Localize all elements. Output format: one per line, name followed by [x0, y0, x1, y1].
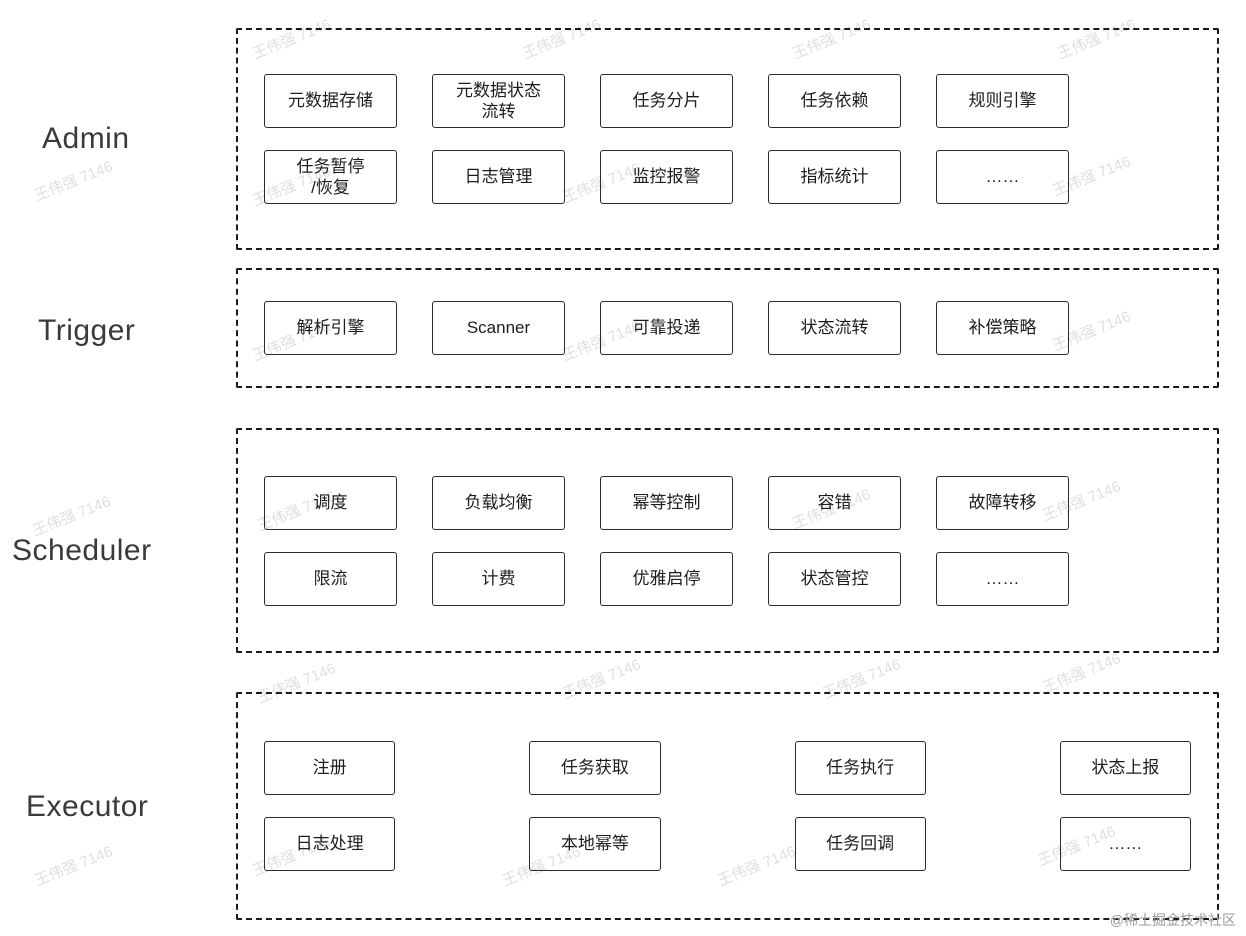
component-cell[interactable]: 可靠投递 [600, 301, 733, 355]
layer-label-scheduler: Scheduler [12, 534, 152, 567]
component-cell-more[interactable]: …… [936, 551, 1069, 606]
layer-label-admin: Admin [42, 122, 130, 155]
component-cell[interactable]: 任务执行 [794, 741, 926, 795]
site-watermark: @稀土掘金技术社区 [1109, 912, 1236, 928]
component-cell[interactable]: 幂等控制 [600, 475, 733, 530]
layer-row: 限流 计费 优雅启停 状态管控 …… [264, 551, 1191, 606]
component-cell[interactable]: 元数据状态 流转 [432, 74, 565, 128]
component-cell[interactable]: 调度 [264, 475, 397, 530]
component-cell[interactable]: 任务依赖 [768, 74, 901, 128]
layer-row: 任务暂停 /恢复 日志管理 监控报警 指标统计 …… [264, 150, 1191, 204]
component-cell[interactable]: 任务分片 [600, 74, 733, 128]
layer-box-scheduler: 调度 负载均衡 幂等控制 容错 故障转移 限流 计费 优雅启停 状态管控 …… [236, 428, 1219, 653]
component-cell[interactable]: 解析引擎 [264, 301, 397, 355]
layer-box-trigger: 解析引擎 Scanner 可靠投递 状态流转 补偿策略 [236, 268, 1219, 388]
layer-row: 元数据存储 元数据状态 流转 任务分片 任务依赖 规则引擎 [264, 74, 1191, 128]
layer-label-executor: Executor [26, 790, 149, 823]
component-cell[interactable]: 注册 [264, 741, 396, 795]
layer-box-admin: 元数据存储 元数据状态 流转 任务分片 任务依赖 规则引擎 任务暂停 /恢复 日… [236, 28, 1219, 250]
component-cell[interactable]: 计费 [432, 551, 565, 606]
component-cell[interactable]: 故障转移 [936, 475, 1069, 530]
layer-row: 注册 任务获取 任务执行 状态上报 [264, 741, 1191, 795]
component-cell[interactable]: 本地幂等 [529, 817, 661, 871]
layer-grid-admin: 元数据存储 元数据状态 流转 任务分片 任务依赖 规则引擎 任务暂停 /恢复 日… [238, 30, 1217, 248]
component-cell[interactable]: 日志管理 [432, 150, 565, 204]
watermark: 王伟强 7146 [32, 158, 116, 205]
component-cell[interactable]: 状态流转 [768, 301, 901, 355]
component-cell-more[interactable]: …… [1059, 817, 1191, 871]
component-cell[interactable]: 任务暂停 /恢复 [264, 150, 397, 204]
component-cell[interactable]: 限流 [264, 551, 397, 606]
component-cell[interactable]: 任务回调 [794, 817, 926, 871]
layer-row: 调度 负载均衡 幂等控制 容错 故障转移 [264, 475, 1191, 530]
component-cell[interactable]: 状态管控 [768, 551, 901, 606]
component-cell[interactable]: Scanner [432, 301, 565, 355]
watermark: 王伟强 7146 [32, 843, 116, 890]
component-cell[interactable]: 指标统计 [768, 150, 901, 204]
layer-grid-executor: 注册 任务获取 任务执行 状态上报 日志处理 本地幂等 任务回调 …… [238, 694, 1217, 918]
component-cell[interactable]: 监控报警 [600, 150, 733, 204]
component-cell[interactable]: 日志处理 [264, 817, 396, 871]
component-cell[interactable]: 元数据存储 [264, 74, 397, 128]
component-cell[interactable]: 容错 [768, 475, 901, 530]
component-cell[interactable]: 补偿策略 [936, 301, 1069, 355]
component-cell[interactable]: 任务获取 [529, 741, 661, 795]
layer-row: 解析引擎 Scanner 可靠投递 状态流转 补偿策略 [264, 301, 1191, 355]
component-cell-more[interactable]: …… [936, 150, 1069, 204]
component-cell[interactable]: 优雅启停 [600, 551, 733, 606]
component-cell[interactable]: 负载均衡 [432, 475, 565, 530]
component-cell[interactable]: 规则引擎 [936, 74, 1069, 128]
watermark: 王伟强 7146 [1040, 650, 1124, 697]
layer-label-trigger: Trigger [38, 314, 136, 347]
layer-row: 日志处理 本地幂等 任务回调 …… [264, 817, 1191, 871]
layer-grid-scheduler: 调度 负载均衡 幂等控制 容错 故障转移 限流 计费 优雅启停 状态管控 …… [238, 430, 1217, 651]
layer-grid-trigger: 解析引擎 Scanner 可靠投递 状态流转 补偿策略 [238, 270, 1217, 386]
layer-box-executor: 注册 任务获取 任务执行 状态上报 日志处理 本地幂等 任务回调 …… [236, 692, 1219, 920]
component-cell[interactable]: 状态上报 [1059, 741, 1191, 795]
